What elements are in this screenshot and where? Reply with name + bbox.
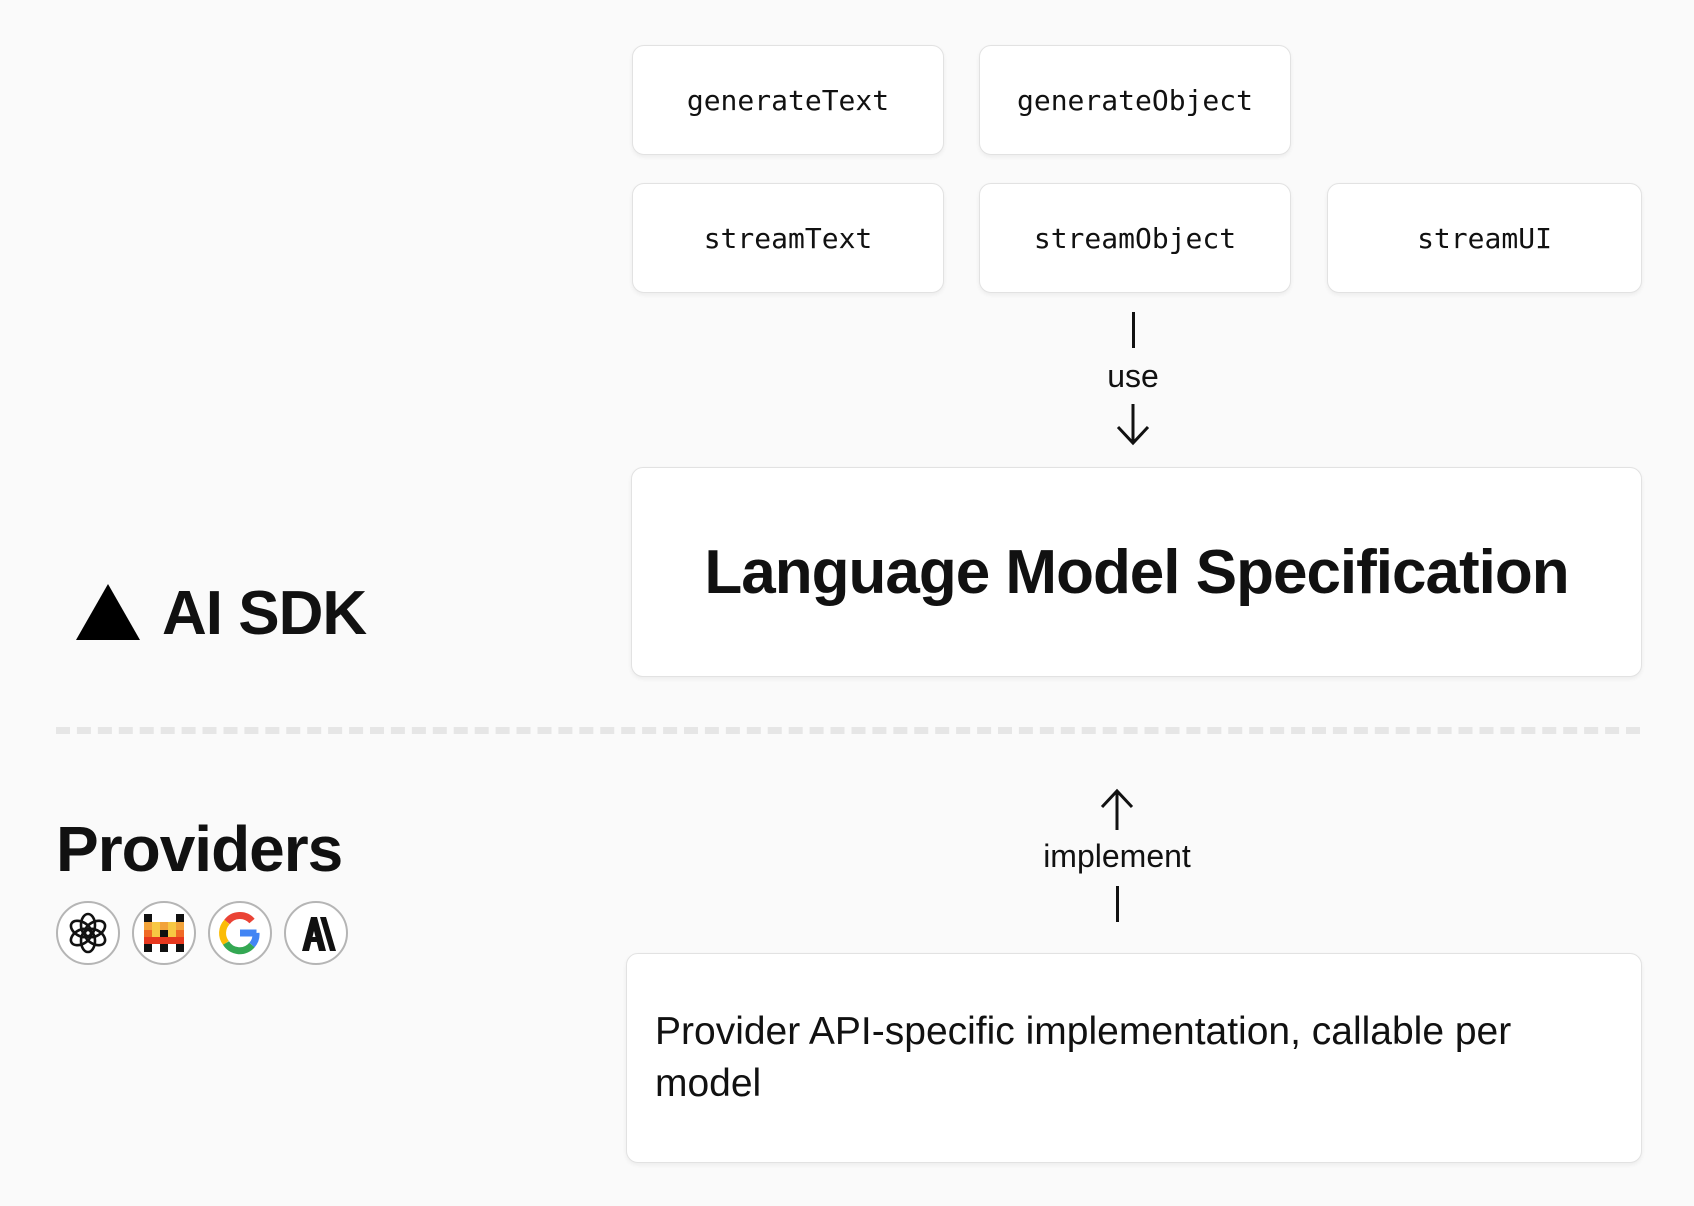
stream-ui-box: streamUI xyxy=(1327,183,1642,293)
provider-impl-box: Provider API-specific implementation, ca… xyxy=(626,953,1642,1163)
spec-title: Language Model Specification xyxy=(704,537,1569,607)
anthropic-logo-icon xyxy=(284,901,348,965)
ai-sdk-brand: AI SDK xyxy=(76,578,367,648)
generate-object-box: generateObject xyxy=(979,45,1291,155)
arrow-up-icon xyxy=(1100,788,1134,830)
stream-text-box: streamText xyxy=(632,183,944,293)
stream-object-box: streamObject xyxy=(979,183,1291,293)
providers-title: Providers xyxy=(56,813,343,885)
provider-impl-text: Provider API-specific implementation, ca… xyxy=(655,1010,1512,1105)
google-logo-icon xyxy=(208,901,272,965)
generate-text-box: generateText xyxy=(632,45,944,155)
arrow-down-icon xyxy=(1116,404,1150,446)
mistral-logo-icon xyxy=(132,901,196,965)
triangle-logo-icon xyxy=(76,584,140,640)
use-arrow-line xyxy=(1132,312,1135,348)
implement-arrow-line xyxy=(1116,886,1119,922)
section-divider xyxy=(56,727,1640,734)
ai-sdk-title: AI SDK xyxy=(162,578,367,648)
openai-logo-icon xyxy=(56,901,120,965)
language-model-spec-box: Language Model Specification xyxy=(631,467,1642,677)
implement-label: implement xyxy=(1043,838,1191,874)
use-label: use xyxy=(1107,358,1159,394)
